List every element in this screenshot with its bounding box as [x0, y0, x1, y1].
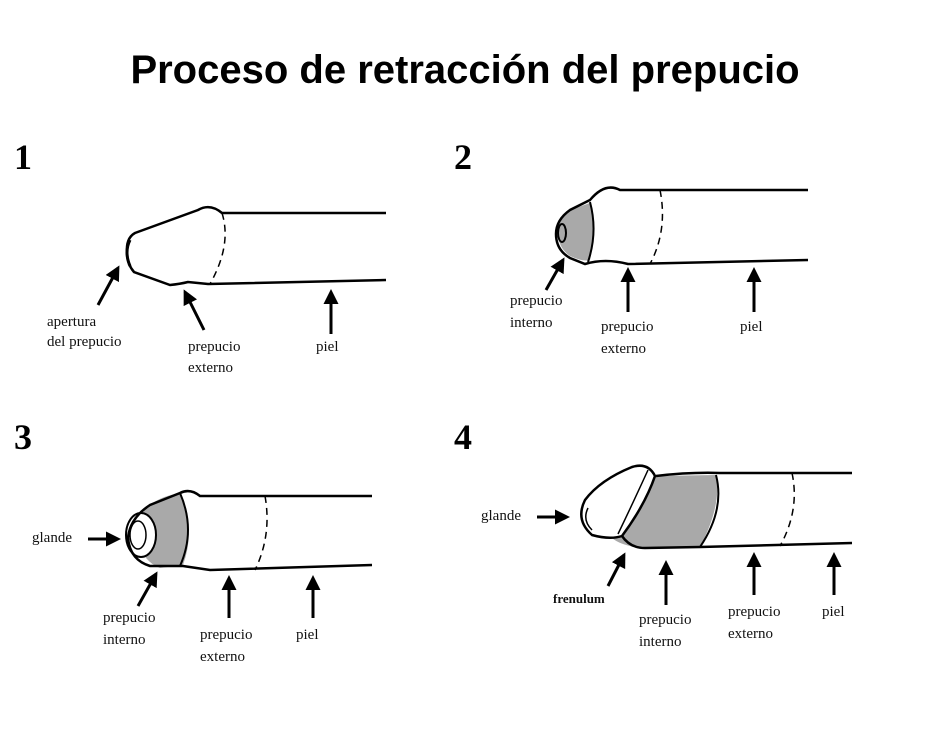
panel-4-label-outer-foreskin-line2: externo: [728, 626, 773, 642]
panel-3-label-inner-foreskin-line2: interno: [103, 632, 146, 648]
panel-2-opening: [557, 223, 567, 243]
panel-1-label-skin: piel: [316, 339, 339, 355]
panel-4-inner-foreskin: [612, 475, 718, 548]
panel-3-label-outer-foreskin-line1: prepucio: [200, 627, 253, 643]
panel-3-outline: [126, 489, 373, 572]
panel-2-outline: [554, 186, 809, 266]
panel-4-label-inner-foreskin-line1: prepucio: [639, 612, 692, 628]
panel-4-outline: [620, 471, 853, 550]
panel-1-arrow-opening: [96, 265, 120, 306]
panel-2-drawing: [544, 186, 809, 312]
panel-4-glans-rim: [617, 469, 649, 535]
panel-3-number: 3: [14, 417, 32, 457]
panel-4-glans: [580, 464, 657, 539]
panel-3-glans-highlight: [129, 520, 147, 550]
diagram-title: Proceso de retracción del prepucio: [130, 48, 800, 92]
panel-3-inner-edge: [179, 492, 189, 567]
panel-2-inner-edge: [587, 201, 595, 263]
panel-2-dashed-line: [649, 189, 664, 265]
panel-3-label-glans: glande: [32, 530, 72, 546]
panel-4-drawing: [537, 464, 853, 605]
panel-2-inner-foreskin: [558, 203, 593, 261]
panel-4-arrow-frenulum: [606, 552, 626, 587]
panel-3-drawing: [88, 489, 373, 618]
panel-3-dashed-line: [254, 495, 268, 571]
panel-4-number: 4: [454, 417, 472, 457]
panel-3-label-outer-foreskin-line2: externo: [200, 649, 245, 665]
panel-2-label-outer-foreskin-line1: prepucio: [601, 319, 654, 335]
panel-1-label-opening-line2: del prepucio: [47, 334, 122, 350]
panel-4-label-outer-foreskin-line1: prepucio: [728, 604, 781, 620]
panel-3-label-inner-foreskin-line1: prepucio: [103, 610, 156, 626]
panel-2-label-skin: piel: [740, 319, 763, 335]
panel-2-arrow-inner-foreskin: [544, 257, 565, 291]
panel-1-opening: [125, 239, 132, 267]
panel-1-outline: [125, 205, 387, 287]
panel-4-label-inner-foreskin-line2: interno: [639, 634, 682, 650]
panel-4-label-skin: piel: [822, 604, 845, 620]
panel-1-label-outer-foreskin-line2: externo: [188, 360, 233, 376]
panel-2-label-inner-foreskin-line1: prepucio: [510, 293, 563, 309]
panel-3-arrow-inner-foreskin: [136, 571, 158, 607]
panel-2-label-inner-foreskin-line2: interno: [510, 315, 553, 331]
panel-1-label-opening-line1: apertura: [47, 314, 97, 330]
panel-3-label-skin: piel: [296, 627, 319, 643]
panel-4-label-frenulum: frenulum: [553, 591, 605, 606]
panel-1-dashed-line: [209, 212, 226, 285]
panel-1-number: 1: [14, 137, 32, 177]
panel-1-label-outer-foreskin-line1: prepucio: [188, 339, 241, 355]
panel-4-glans-highlight: [585, 507, 593, 531]
panel-2-number: 2: [454, 137, 472, 177]
panel-1-arrow-outer-foreskin: [183, 289, 206, 331]
panel-2-label-outer-foreskin-line2: externo: [601, 341, 646, 357]
panel-4-inner-edge: [699, 474, 720, 548]
panel-4-dashed-line: [779, 472, 795, 547]
panel-4-label-glans: glande: [481, 508, 521, 524]
panel-1-drawing: [96, 205, 387, 334]
